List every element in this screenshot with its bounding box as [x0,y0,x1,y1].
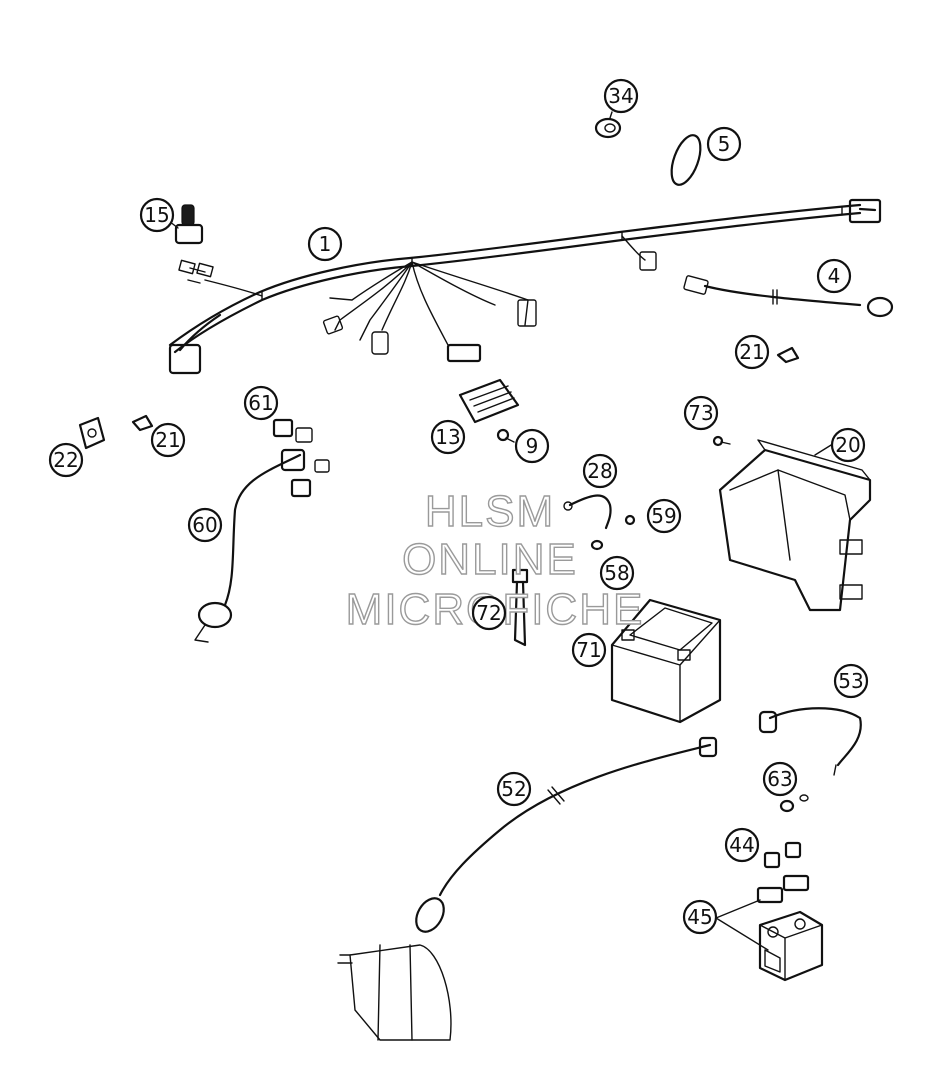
callout-72-label: 72 [476,601,501,625]
bracket-22 [78,416,106,450]
callout-22: 22 [48,442,84,478]
starter-motor [337,944,452,1041]
callout-60: 60 [187,507,223,543]
callout-61: 61 [243,385,279,421]
callout-13-label: 13 [435,425,460,449]
callout-73: 73 [683,395,719,431]
terminal-72 [511,568,529,647]
callout-58: 58 [599,555,635,591]
clip-21b [131,414,154,432]
callout-4-label: 4 [828,264,841,288]
callout-61-label: 61 [248,391,273,415]
fuse-holder-44 [763,841,802,869]
callout-1-label: 1 [319,232,332,256]
callout-34: 34 [603,78,639,114]
callout-45-label: 45 [687,905,712,929]
callout-21b: 21 [150,422,186,458]
callout-59-label: 59 [651,504,676,528]
screw-73 [712,435,731,447]
callout-5: 5 [706,126,742,162]
callout-44: 44 [724,827,760,863]
starter-relay-45 [715,874,824,982]
callout-13: 13 [430,419,466,455]
callout-9: 9 [514,428,550,464]
switch-15 [174,204,204,245]
callout-63: 63 [762,761,798,797]
watermark-line2: ONLINE [402,535,578,584]
ignition-lead-60 [194,427,330,643]
callout-44-label: 44 [729,833,754,857]
fuse-61 [272,418,294,438]
battery-71 [610,598,722,724]
callout-20: 20 [830,427,866,463]
callout-21a-label: 21 [739,340,764,364]
callout-28: 28 [582,453,618,489]
callout-71: 71 [571,632,607,668]
battery-lead-28 [563,494,612,530]
screw-59 [624,514,636,526]
callout-72: 72 [471,595,507,631]
callout-9-label: 9 [526,434,539,458]
washer-58 [590,539,604,551]
callout-73-label: 73 [688,401,713,425]
callout-71-label: 71 [576,638,601,662]
callout-60-label: 60 [192,513,217,537]
callout-52: 52 [496,771,532,807]
callouts: 34 5 15 1 4 21 61 73 20 22 21 13 9 28 60… [48,78,869,935]
callout-52-label: 52 [501,777,526,801]
callout-15-label: 15 [144,203,169,227]
callout-34-label: 34 [608,84,633,108]
callout-21b-label: 21 [155,428,180,452]
clip-21a [776,346,800,364]
callout-1: 1 [307,226,343,262]
callout-22-label: 22 [53,448,78,472]
callout-53: 53 [833,663,869,699]
callout-15: 15 [139,197,175,233]
callout-4: 4 [816,258,852,294]
callout-59: 59 [646,498,682,534]
callout-63-label: 63 [767,767,792,791]
battery-box-20 [718,439,872,612]
main-wiring-harness [168,198,882,375]
regulator-13 [458,378,520,424]
callout-5-label: 5 [718,132,731,156]
callout-45: 45 [682,899,718,935]
screw-63 [779,794,809,813]
callout-28-label: 28 [587,459,612,483]
callout-20-label: 20 [835,433,860,457]
callout-53-label: 53 [838,669,863,693]
callout-58-label: 58 [604,561,629,585]
battery-cable-53 [758,707,862,776]
bushing-34 [594,117,622,139]
watermark-line1: HLSM [425,487,555,536]
screw-9 [496,428,515,443]
wiring-4 [683,275,894,318]
starter-cable-52 [415,736,718,933]
cable-tie-5 [670,134,702,186]
callout-21a: 21 [734,334,770,370]
